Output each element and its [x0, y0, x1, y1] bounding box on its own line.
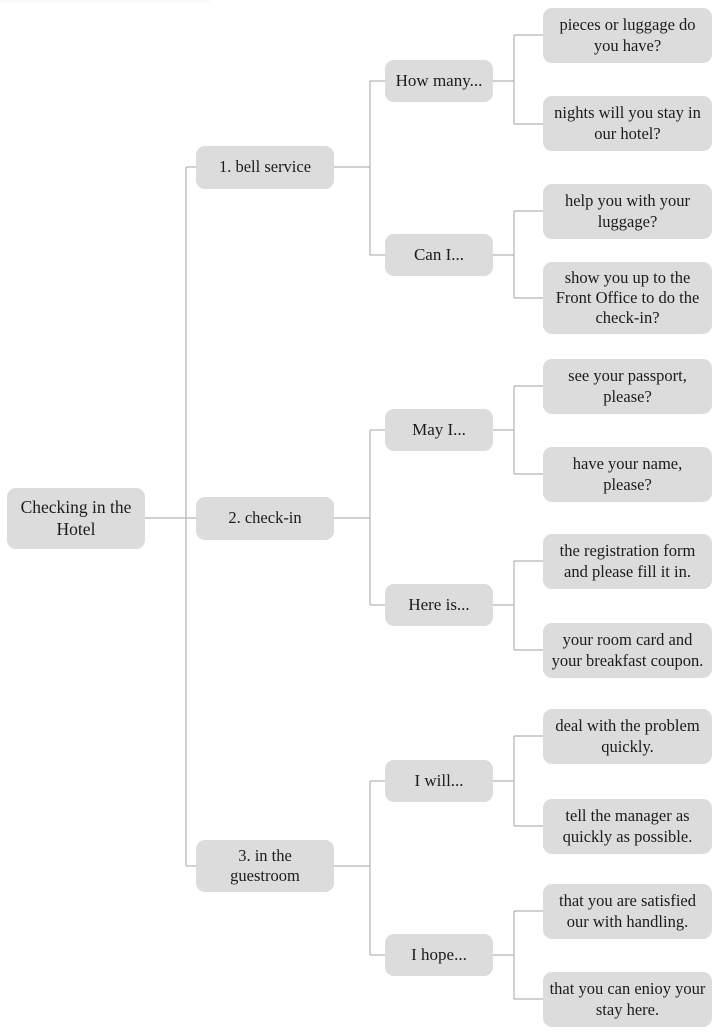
- branch-node-guestroom[interactable]: 3. in the guestroom: [196, 840, 334, 892]
- subbranch-node-label: I hope...: [411, 944, 467, 964]
- subbranch-node-label: Can I...: [413, 244, 465, 264]
- leaf-node-label: pieces or luggage do you have?: [559, 15, 696, 55]
- leaf-node-label: tell the manager as quickly as possible.: [562, 806, 693, 846]
- leaf-node[interactable]: that you can enioy your stay here.: [543, 972, 712, 1027]
- leaf-node-label: see your passport, please?: [568, 366, 687, 406]
- leaf-node-label: the registration form and please fill it…: [559, 541, 696, 581]
- subbranch-node-may-i[interactable]: May I...: [385, 409, 493, 451]
- leaf-node[interactable]: show you up to the Front Office to do th…: [543, 262, 712, 334]
- leaf-node[interactable]: nights will you stay in our hotel?: [543, 96, 712, 151]
- subbranch-node-label: May I...: [412, 419, 466, 439]
- root-node[interactable]: Checking in the Hotel: [7, 488, 145, 549]
- leaf-node-label: help you with your luggage?: [564, 191, 691, 231]
- leaf-node[interactable]: that you are satisfied our with handling…: [543, 884, 712, 939]
- branch-node-label: 1. bell service: [218, 157, 312, 177]
- subbranch-node-here-is[interactable]: Here is...: [385, 584, 493, 626]
- leaf-node[interactable]: pieces or luggage do you have?: [543, 8, 712, 63]
- top-edge-artifact: [0, 0, 210, 3]
- subbranch-node-can-i[interactable]: Can I...: [385, 234, 493, 276]
- leaf-node-label: your room card and your breakfast coupon…: [551, 630, 704, 670]
- leaf-node[interactable]: deal with the problem quickly.: [543, 709, 712, 764]
- leaf-node-label: show you up to the Front Office to do th…: [555, 267, 700, 328]
- leaf-node[interactable]: tell the manager as quickly as possible.: [543, 799, 712, 854]
- subbranch-node-how-many[interactable]: How many...: [385, 60, 493, 102]
- branch-node-label: 2. check-in: [228, 508, 302, 528]
- leaf-node-label: deal with the problem quickly.: [555, 716, 700, 756]
- branch-node-bell-service[interactable]: 1. bell service: [196, 146, 334, 189]
- subbranch-node-i-will[interactable]: I will...: [385, 760, 493, 802]
- leaf-node[interactable]: your room card and your breakfast coupon…: [543, 623, 712, 678]
- leaf-node-label: that you can enioy your stay here.: [549, 979, 706, 1019]
- leaf-node-label: that you are satisfied our with handling…: [559, 891, 696, 931]
- leaf-node[interactable]: help you with your luggage?: [543, 184, 712, 239]
- subbranch-node-label: Here is...: [408, 594, 470, 614]
- subbranch-node-label: I will...: [414, 770, 464, 790]
- leaf-node[interactable]: the registration form and please fill it…: [543, 534, 712, 589]
- branch-node-label: 3. in the guestroom: [230, 845, 300, 885]
- subbranch-node-i-hope[interactable]: I hope...: [385, 934, 493, 976]
- leaf-node-label: nights will you stay in our hotel?: [554, 103, 701, 143]
- leaf-node-label: have your name, please?: [572, 454, 683, 494]
- root-node-label: Checking in the Hotel: [20, 497, 132, 539]
- branch-node-check-in[interactable]: 2. check-in: [196, 497, 334, 540]
- leaf-node[interactable]: have your name, please?: [543, 447, 712, 502]
- leaf-node[interactable]: see your passport, please?: [543, 359, 712, 414]
- subbranch-node-label: How many...: [395, 70, 483, 90]
